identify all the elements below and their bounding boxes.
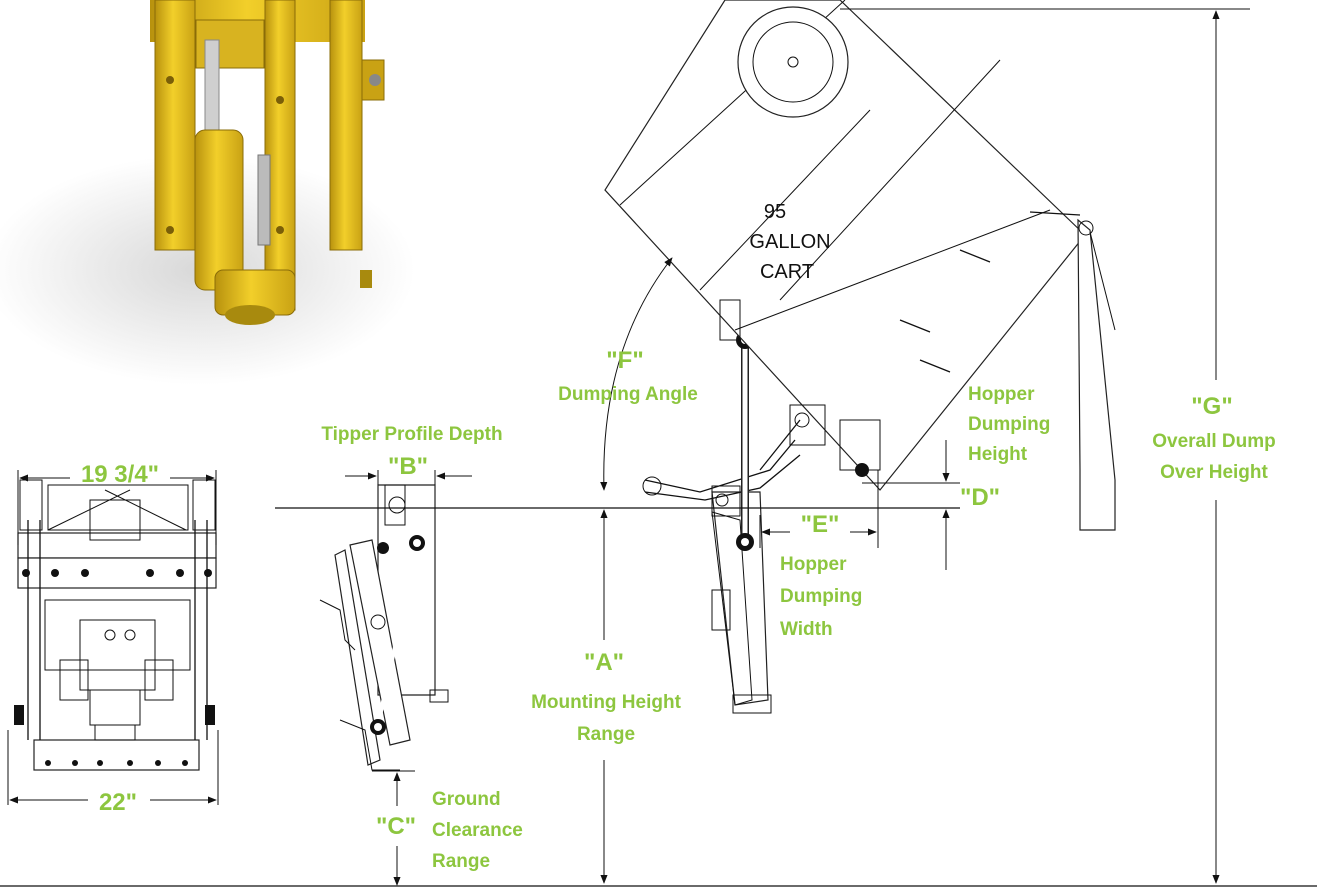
c-mark-label: "C": [376, 813, 416, 840]
f-mark-label: "F": [606, 347, 643, 374]
e-text-hopper: Hopper: [780, 554, 847, 575]
e-text-dumping: Dumping: [780, 586, 862, 607]
e-text-width: Width: [780, 619, 833, 640]
c-text-clearance: Clearance: [432, 820, 523, 841]
cart-label-cart: CART: [760, 261, 814, 283]
b-title-label: Tipper Profile Depth: [321, 424, 502, 445]
side-profile-drawing: [319, 484, 449, 771]
dump-position-drawing: [604, 0, 1116, 714]
side-profile-dimensions: [345, 470, 472, 886]
tipper-product-render: [0, 0, 415, 385]
cart-label-95: 95: [764, 201, 786, 223]
a-mark-label: "A": [584, 649, 624, 676]
dump-position-dimensions: [0, 8, 1317, 887]
front-width-top-label: 19 3/4": [81, 461, 159, 488]
f-text-dumping-angle: Dumping Angle: [558, 384, 698, 405]
d-text-dumping: Dumping: [968, 414, 1050, 435]
d-text-height: Height: [968, 444, 1028, 465]
front-width-dimensions: [7, 470, 219, 805]
g-mark-label: "G": [1191, 393, 1232, 420]
front-view-drawing: [14, 479, 217, 771]
c-text-range: Range: [432, 851, 490, 872]
d-mark-label: "D": [960, 484, 1000, 511]
g-text-over-height: Over Height: [1160, 462, 1268, 483]
c-text-ground: Ground: [432, 789, 501, 810]
e-mark-label: "E": [801, 511, 840, 538]
a-text-range: Range: [577, 724, 635, 745]
cart-label-gallon: GALLON: [749, 231, 830, 253]
front-width-bottom-label: 22": [99, 789, 137, 816]
a-text-mounting-height: Mounting Height: [531, 692, 682, 713]
b-mark-label: "B": [388, 453, 428, 480]
d-text-hopper: Hopper: [968, 384, 1035, 405]
g-text-overall-dump: Overall Dump: [1152, 431, 1276, 452]
